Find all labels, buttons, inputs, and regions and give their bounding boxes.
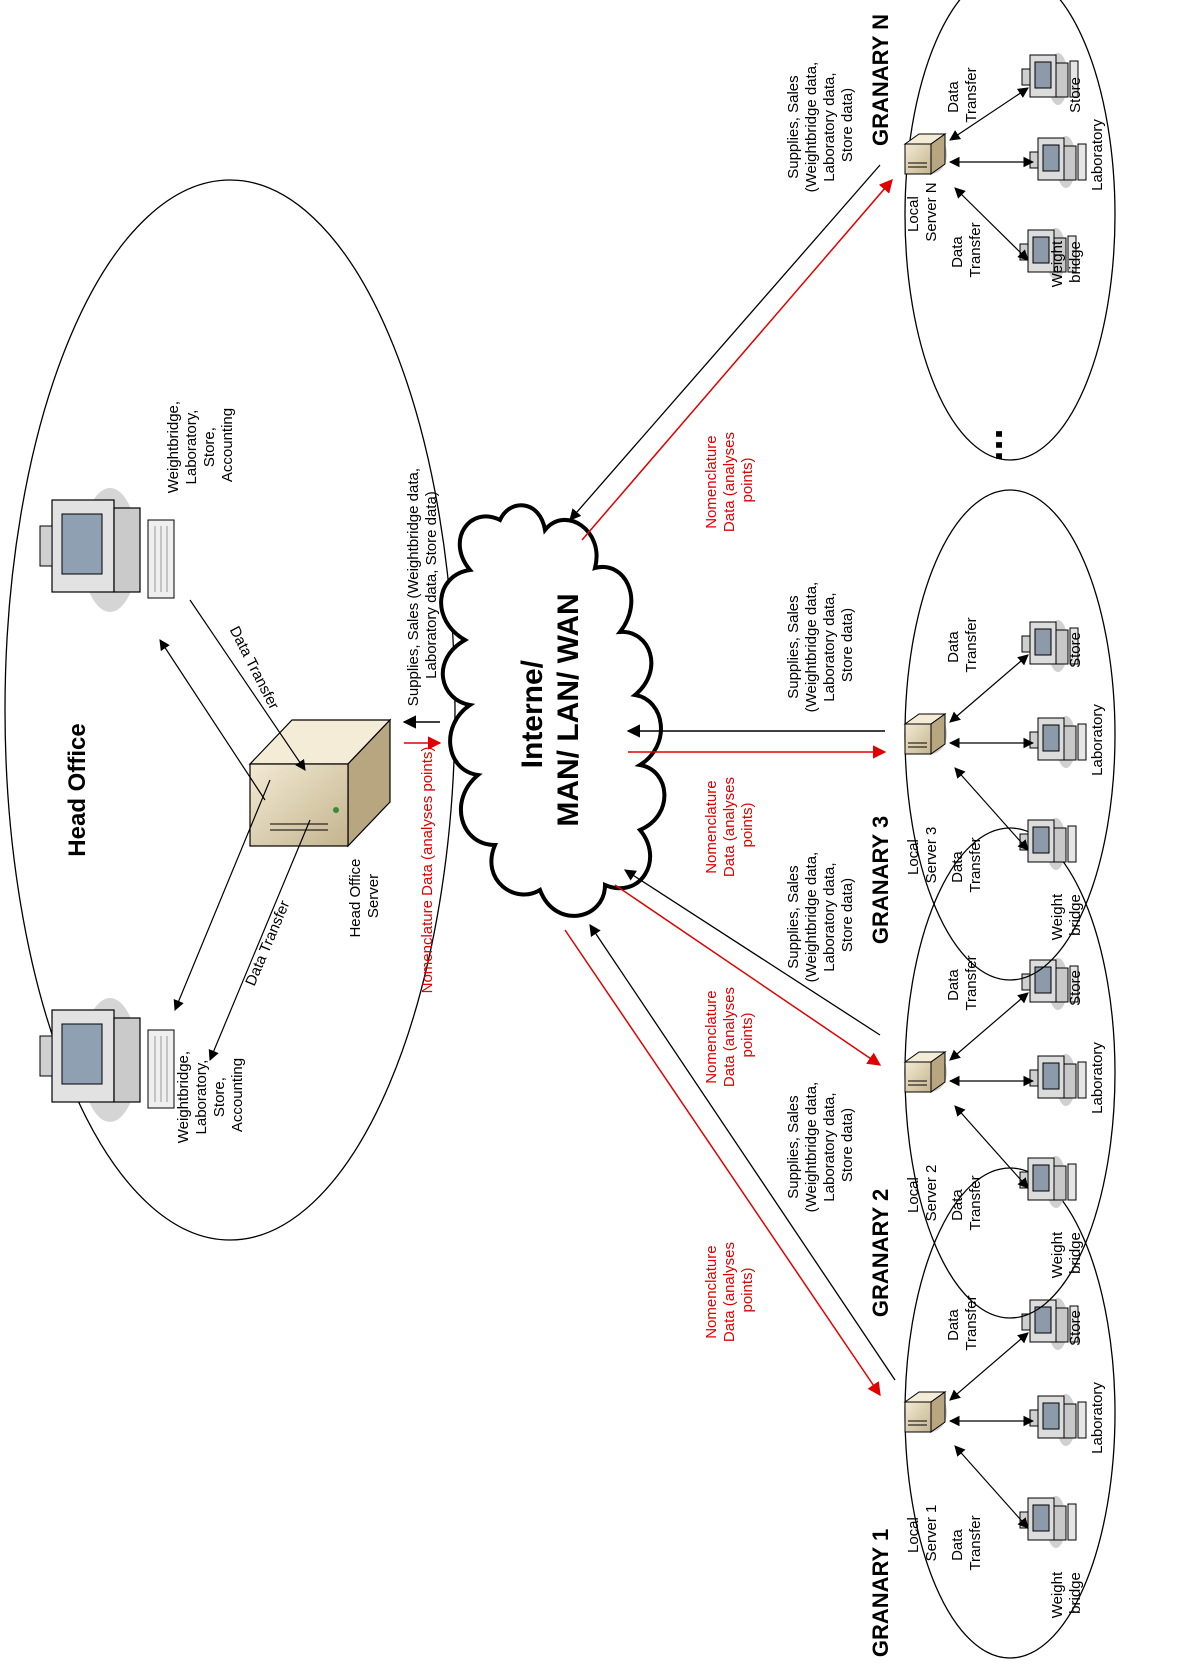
granary-title: GRANARY 3 [868,816,893,944]
data-transfer-label-upper: Data Transfer [945,617,980,672]
granary-2-group: GRANARY 2 Local Server 2 Weight bridge L… [868,827,1116,1319]
head-office-workstation-bottom-icon [39,997,175,1123]
local-server-label: Local Server 3 [905,827,940,884]
weightbridge-label: Weight bridge [1049,890,1084,941]
local-server-icon [904,1051,948,1093]
link-store [949,992,1029,1061]
supplies-label-g2: Supplies, Sales (Weightbridge data, Labo… [785,848,856,983]
data-transfer-label-upper: Data Transfer [945,955,980,1010]
data-transfer-label-upper: Data Transfer [945,67,980,122]
nomenclature-label-g3: Nomenclature Data (analyses points) [703,773,756,877]
laboratory-label: Laboratory [1089,1382,1106,1454]
laboratory-workstation-icon [1029,715,1087,769]
data-transfer-label-upper: Data Transfer [945,1295,980,1350]
link-weightbridge [954,1105,1029,1189]
supplies-label-gn: Supplies, Sales (Weightbridge data, Labo… [785,58,856,193]
local-server-label: Local Server N [905,182,940,241]
link-weightbridge [954,1445,1029,1529]
flow-arrow-g2-red [614,884,882,1066]
weightbridge-workstation-icon [1019,817,1077,871]
store-label: Store [1067,632,1084,668]
local-server-icon [904,1391,948,1433]
head-office-server-icon [248,718,392,848]
data-transfer-label-top: Data Transfer [226,624,282,713]
link-store [949,87,1029,141]
store-label: Store [1067,77,1084,113]
laboratory-workstation-icon [1029,1393,1087,1447]
local-server-label: Local Server 2 [905,1165,940,1222]
granary-title: GRANARY 2 [868,1189,893,1317]
link-weightbridge [954,767,1029,851]
granary-n-group: GRANARY N Local Server N Weight bridge L… [868,0,1116,461]
laboratory-workstation-icon [1029,135,1087,189]
cloud-icon [439,503,667,918]
weightbridge-workstation-icon [1019,1495,1077,1549]
head-office-group: Head Office Head Office Server Weightbri… [4,179,456,1241]
nomenclature-label-g1: Nomenclature Data (analyses points) [703,1238,756,1342]
link-store [949,654,1029,723]
head-office-workstation-top-icon [39,487,175,613]
local-server-icon [904,133,948,175]
data-transfer-arrow-bottom-up [173,779,271,1011]
granary-title: GRANARY N [868,14,893,146]
nomenclature-label-g2: Nomenclature Data (analyses points) [703,983,756,1087]
granary-boundary [904,0,1116,461]
store-label: Store [1067,1310,1084,1346]
link-weightbridge [954,187,1029,261]
supplies-label-g1: Supplies, Sales (Weightbridge data, Labo… [785,1078,856,1213]
weightbridge-label: Weight bridge [1049,1228,1084,1279]
store-label: Store [1067,970,1084,1006]
network-label: Interne/ MAN/ LAN/ WAN [516,593,585,826]
workstation-bottom-label: Weightbridge, Laboratory, Store, Account… [175,1047,246,1143]
data-transfer-arrow-bottom-down [208,819,311,1061]
local-server-label: Local Server 1 [905,1505,940,1562]
weightbridge-label: Weight bridge [1049,1568,1084,1619]
flow-arrow-g1-red [564,929,881,1397]
data-transfer-arrow-top-down [189,599,306,771]
head-office-boundary [4,179,456,1241]
flow-arrow-gn-black [569,164,881,521]
network-cloud: Interne/ MAN/ LAN/ WAN [439,503,667,918]
nomenclature-label-gn: Nomenclature Data (analyses points) [703,428,756,532]
data-transfer-label-lower: Data Transfer [949,837,984,892]
supplies-label-g3: Supplies, Sales (Weightbridge data, Labo… [785,578,856,713]
weightbridge-label: Weight bridge [1049,237,1084,288]
granary-3-group: GRANARY 3 Local Server 3 Weight bridge L… [868,489,1116,981]
laboratory-label: Laboratory [1089,1042,1106,1114]
flow-arrow-gn-red [581,178,893,541]
local-server-icon [904,713,948,755]
head-office-server-label: Head Office Server [347,854,382,937]
data-transfer-label-lower: Data Transfer [949,1515,984,1570]
data-transfer-arrow-top-up [159,639,266,801]
link-store [949,1332,1029,1401]
data-transfer-label-lower: Data Transfer [949,222,984,277]
head-office-title: Head Office [64,723,91,856]
data-transfer-label-bottom: Data Transfer [242,898,293,988]
workstation-top-label: Weightbridge, Laboratory, Store, Account… [165,397,236,493]
data-transfer-label-lower: Data Transfer [949,1175,984,1230]
flow-arrow-g1-black [589,924,896,1381]
laboratory-label: Laboratory [1089,704,1106,776]
granary-title: GRANARY 1 [868,1529,893,1657]
flow-arrow-g2-black [624,869,881,1036]
weightbridge-workstation-icon [1019,1155,1077,1209]
nomenclature-label-head-office: Nomenclature Data (analyses points) [419,747,436,994]
supplies-label-head-office: Supplies, Sales (Weightbridge data, Labo… [405,464,440,706]
laboratory-label: Laboratory [1089,119,1106,191]
laboratory-workstation-icon [1029,1053,1087,1107]
